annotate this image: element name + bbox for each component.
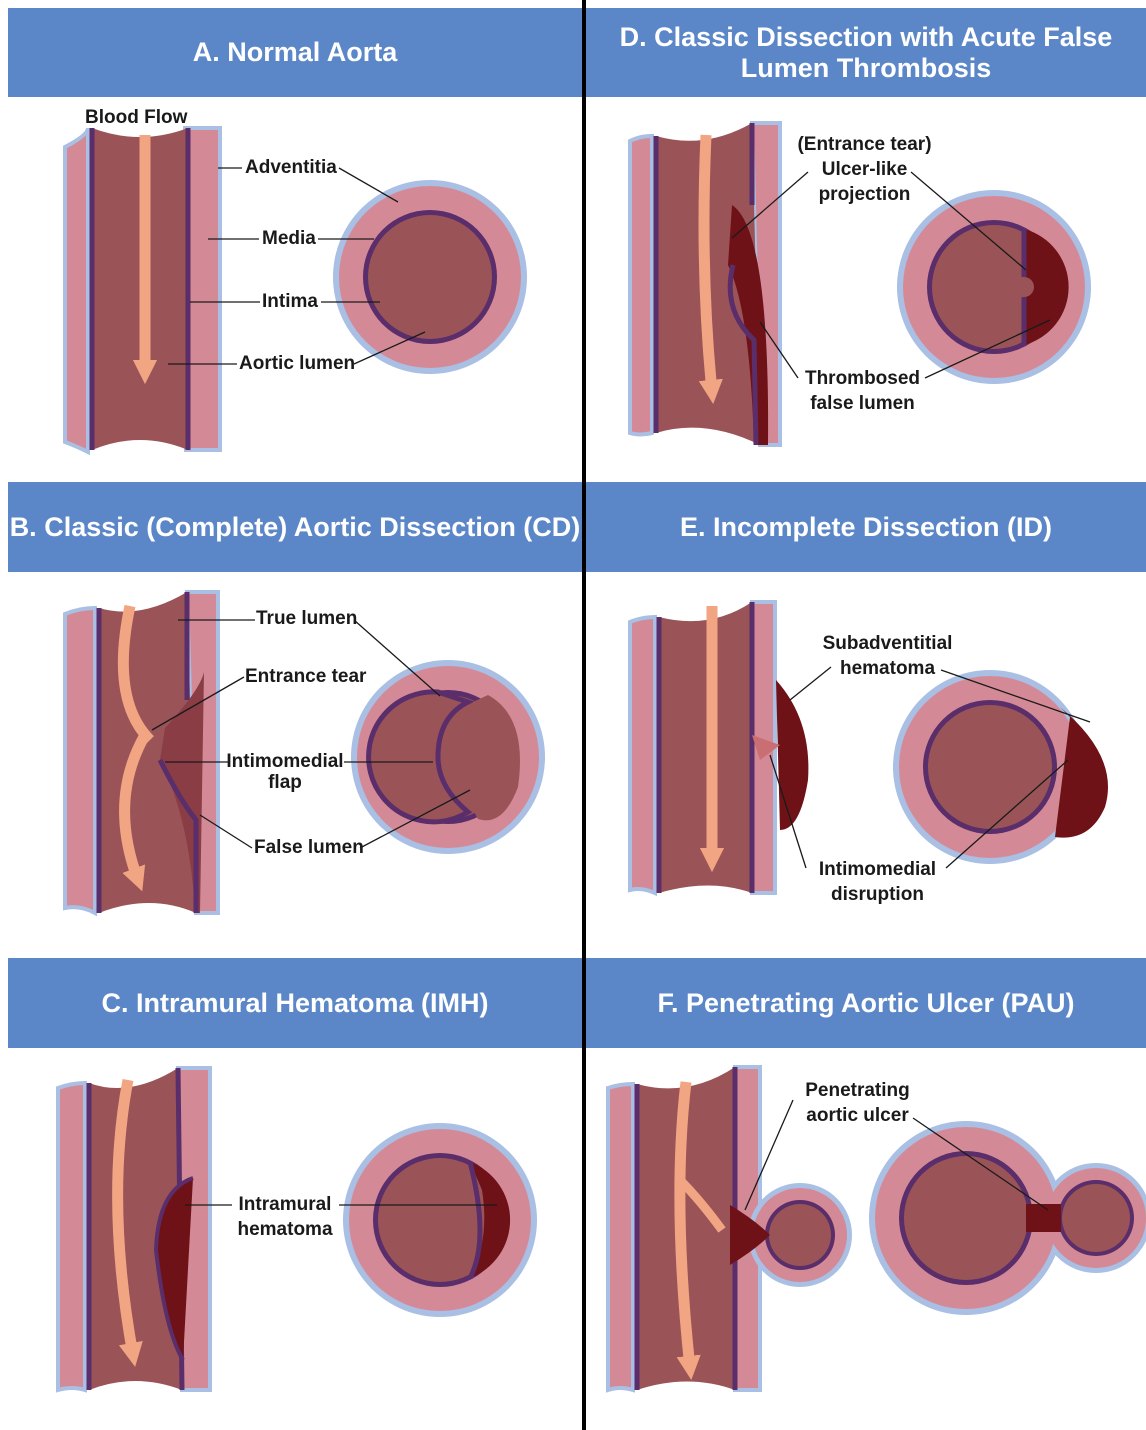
label-intramural-1: Intramural (225, 1193, 345, 1217)
label-ulcer-like-1: Ulcer-like (787, 158, 942, 182)
panel-c-vessel (58, 1068, 210, 1390)
label-ulcer-like-2: projection (787, 183, 942, 207)
panel-b-vessel (65, 592, 218, 913)
panel-c-cross-section (343, 1123, 537, 1317)
panel-a-vessel (65, 128, 220, 452)
label-subadventitial-2: hematoma (805, 657, 970, 681)
label-thrombosed-2: false lumen (795, 392, 930, 416)
panel-d-cross-section (897, 190, 1091, 384)
label-true-lumen: True lumen (256, 607, 357, 631)
label-pau-1: Penetrating (790, 1079, 925, 1103)
label-subadventitial-1: Subadventitial (805, 632, 970, 656)
label-thrombosed-1: Thrombosed (795, 367, 930, 391)
panel-b-cross-section (351, 660, 545, 854)
panel-a-cross-section (333, 180, 527, 374)
label-entrance-tear-b: Entrance tear (245, 665, 366, 689)
label-intramural-2: hematoma (225, 1218, 345, 1242)
label-disruption-1: Intimomedial (805, 858, 950, 882)
label-pau-2: aortic ulcer (790, 1104, 925, 1128)
panel-d-vessel (630, 123, 780, 445)
label-false-lumen: False lumen (254, 836, 364, 860)
label-media: Media (262, 227, 316, 251)
label-intima: Intima (262, 290, 318, 314)
label-entrance-tear-d: (Entrance tear) (787, 133, 942, 157)
panel-e-vessel (630, 602, 808, 893)
panel-e-cross-section (893, 670, 1108, 864)
label-adventitia: Adventitia (245, 156, 337, 180)
label-aortic-lumen: Aortic lumen (239, 352, 355, 376)
label-blood-flow: Blood Flow (85, 106, 187, 130)
label-disruption-2: disruption (805, 883, 950, 907)
panel-f-cross-section (869, 1121, 1146, 1315)
label-intimomedial-flap-2: flap (225, 771, 345, 795)
